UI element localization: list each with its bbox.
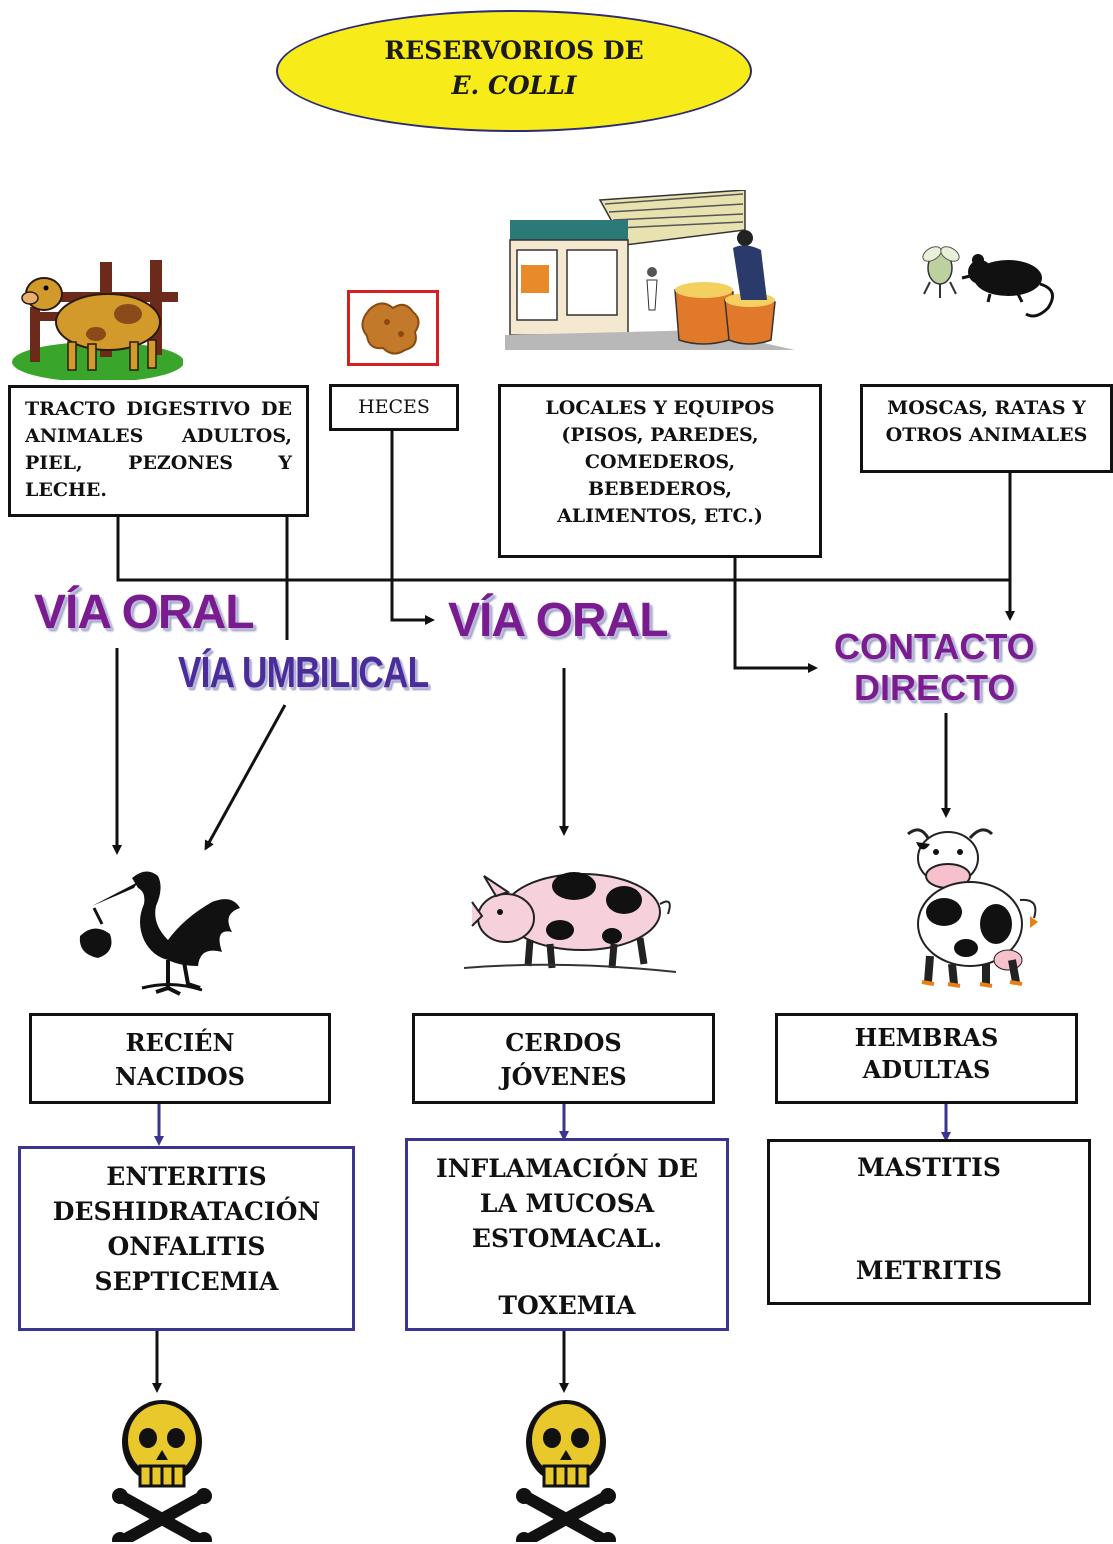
source-feces-text: HECES — [358, 396, 430, 418]
host-pigs-line-2: JÓVENES — [500, 1062, 627, 1091]
route-oral-left: VÍA ORAL — [34, 586, 255, 639]
feces-icon — [347, 290, 439, 366]
source-vectors-text: MOSCAS, RATAS Y OTROS ANIMALES — [885, 397, 1088, 446]
host-females-line-2: ADULTAS — [862, 1055, 991, 1084]
source-feces-box: HECES — [329, 384, 459, 431]
disease-newborns-1: ENTERITIS — [106, 1162, 267, 1191]
disease-newborns-4: SEPTICEMIA — [94, 1267, 279, 1296]
title-line-1: RESERVORIOS DE — [384, 36, 644, 65]
stork-with-baby-icon — [79, 871, 240, 996]
disease-females-1: MASTITIS — [857, 1153, 1001, 1182]
skull-crossbones-icon — [112, 1400, 212, 1542]
fly-and-rat-icon — [922, 246, 1054, 318]
disease-pigs-4: TOXEMIA — [498, 1291, 636, 1320]
source-digestive-box: TRACTO DIGESTIVO DE ANIMALES ADULTOS, PI… — [8, 385, 309, 517]
title-ellipse — [276, 10, 752, 132]
source-vectors-box: MOSCAS, RATAS Y OTROS ANIMALES — [860, 384, 1113, 473]
host-females-line-1: HEMBRAS — [854, 1023, 999, 1052]
disease-newborns-2: DESHIDRATACIÓN — [52, 1197, 321, 1226]
host-newborns-box: RECIÉN NACIDOS — [29, 1013, 331, 1104]
dairy-cow-icon — [907, 828, 1038, 988]
host-pigs-box: CERDOS JÓVENES — [412, 1013, 715, 1104]
source-digestive-text: TRACTO DIGESTIVO DE ANIMALES ADULTOS, PI… — [25, 398, 292, 501]
disease-females-box: MASTITIS METRITIS — [767, 1139, 1091, 1305]
skull-crossbones-icon — [516, 1400, 616, 1542]
host-newborns-line-1: RECIÉN — [125, 1028, 235, 1057]
disease-newborns-3: ONFALITIS — [107, 1232, 266, 1261]
disease-females-2: METRITIS — [855, 1256, 1003, 1285]
source-premises-box: LOCALES Y EQUIPOS (PISOS, PAREDES, COMED… — [498, 384, 822, 558]
disease-pigs-1: INFLAMACIÓN DE — [436, 1154, 698, 1183]
route-umbilical: VÍA UMBILICAL — [178, 648, 429, 697]
host-pigs-line-1: CERDOS — [505, 1028, 622, 1057]
disease-pigs-3: ESTOMACAL. — [471, 1224, 663, 1253]
route-direct-contact-1: CONTACTO — [834, 626, 1035, 667]
title-line-2: E. COLLI — [451, 71, 577, 100]
host-females-box: HEMBRAS ADULTAS — [775, 1013, 1078, 1104]
disease-newborns-box: ENTERITIS DESHIDRATACIÓN ONFALITIS SEPTI… — [18, 1146, 355, 1331]
disease-pigs-box: INFLAMACIÓN DE LA MUCOSA ESTOMACAL. TOXE… — [405, 1138, 729, 1331]
cow-on-grass-icon — [12, 260, 183, 380]
disease-pigs-2: LA MUCOSA — [479, 1189, 655, 1218]
pig-icon — [464, 872, 676, 973]
route-oral-center: VÍA ORAL — [448, 594, 669, 647]
route-direct-contact-2: DIRECTO — [854, 667, 1016, 708]
host-newborns-line-2: NACIDOS — [115, 1062, 245, 1091]
source-premises-text: LOCALES Y EQUIPOS (PISOS, PAREDES, COMED… — [545, 397, 775, 527]
premises-shop-icon — [505, 190, 795, 350]
